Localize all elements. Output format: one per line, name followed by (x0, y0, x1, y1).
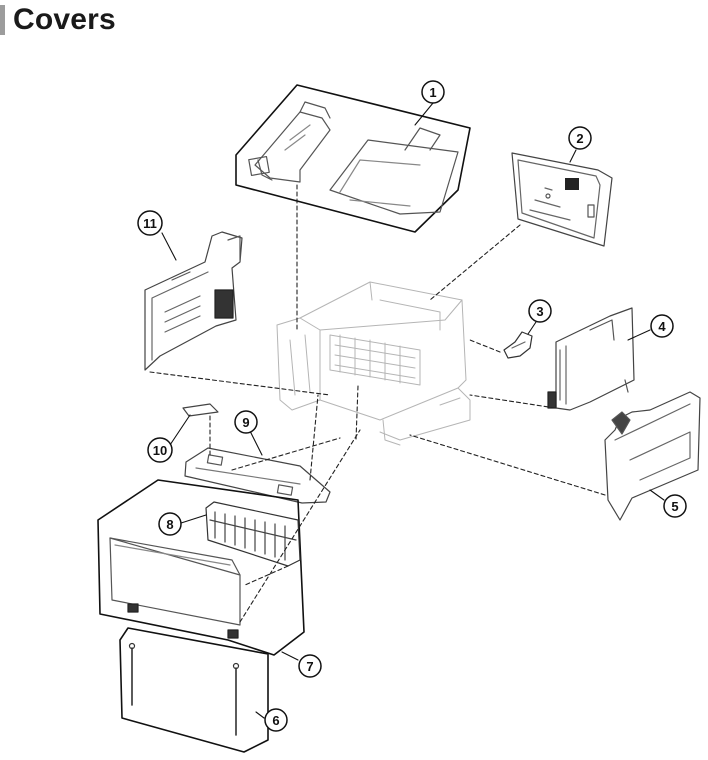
svg-text:8: 8 (166, 517, 173, 532)
part-11-left-cover (144, 231, 243, 371)
callout-2: 2 (568, 126, 592, 150)
leader-lines (161, 102, 665, 719)
part-3-hinge-bracket (503, 331, 533, 359)
connector-lines (149, 184, 606, 623)
part-1-top-cover (235, 84, 471, 233)
part-9-front-top-cover (184, 447, 331, 504)
svg-text:9: 9 (242, 415, 249, 430)
svg-text:11: 11 (143, 216, 157, 231)
callout-3: 3 (528, 299, 552, 323)
callout-9: 9 (234, 410, 258, 434)
callout-5: 5 (663, 494, 687, 518)
callout-7: 7 (298, 654, 322, 678)
svg-text:3: 3 (536, 304, 543, 319)
part-2-rear-cover (511, 152, 613, 247)
callout-1: 1 (421, 80, 445, 104)
callout-4: 4 (650, 314, 674, 338)
svg-text:6: 6 (272, 713, 279, 728)
printer-frame (276, 281, 471, 446)
callout-8: 8 (158, 512, 182, 536)
part-7-tray-assembly (97, 479, 305, 656)
svg-text:1: 1 (429, 85, 436, 100)
svg-text:7: 7 (306, 659, 313, 674)
part-5-rear-right-cover (604, 391, 701, 521)
part-8-duplex-guide (205, 501, 301, 567)
page-header: Covers (0, 0, 116, 40)
part-4-right-cover (547, 307, 635, 411)
part-6-bottom-plate (119, 627, 269, 753)
svg-text:4: 4 (658, 319, 666, 334)
callout-11: 11 (137, 210, 163, 236)
callout-10: 10 (147, 437, 173, 463)
callout-6: 6 (264, 708, 288, 732)
page-title: Covers (13, 3, 116, 36)
part-10-lever (182, 403, 219, 417)
svg-text:2: 2 (576, 131, 583, 146)
svg-text:5: 5 (671, 499, 678, 514)
title-accent-bar (0, 5, 5, 35)
svg-text:10: 10 (153, 443, 167, 458)
